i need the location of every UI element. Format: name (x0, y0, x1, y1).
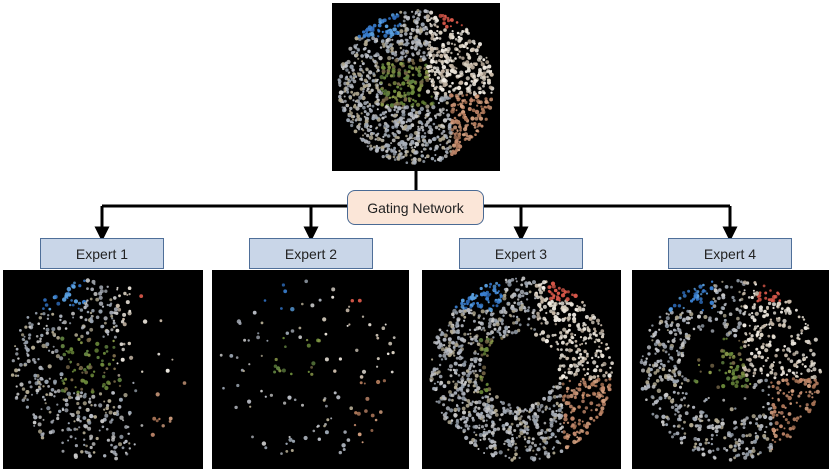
expert-3-box: Expert 3 (459, 238, 583, 269)
gating-network-box: Gating Network (347, 190, 484, 225)
expert-1-embedding-image (3, 270, 203, 469)
input-embedding-image (332, 3, 500, 171)
expert-4-box: Expert 4 (668, 238, 792, 269)
expert-1-box: Expert 1 (40, 238, 164, 269)
expert-3-embedding-image (422, 270, 621, 469)
expert-2-box: Expert 2 (249, 238, 373, 269)
expert-4-embedding-image (632, 270, 829, 469)
expert-2-embedding-image (212, 270, 409, 469)
